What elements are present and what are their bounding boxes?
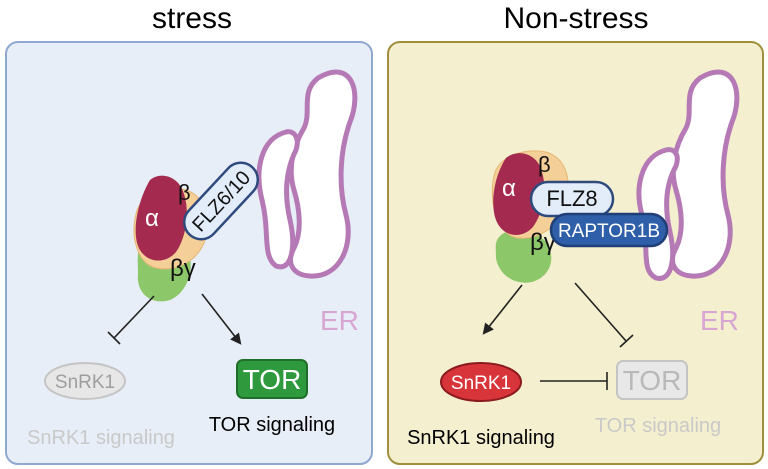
tor-caption-left: TOR signaling [209, 414, 335, 436]
betagamma-subunit-right [495, 229, 552, 283]
snrk1-caption-left: SnRK1 signaling [27, 427, 175, 449]
beta-label-left: β [178, 180, 191, 205]
snrk1-label-left: SnRK1 [55, 372, 115, 393]
tor-label-right: TOR [623, 365, 682, 396]
snrk1-caption-right: SnRK1 signaling [407, 427, 555, 449]
er-organelle-left [256, 69, 358, 279]
alpha-subunit-right [493, 153, 545, 235]
alpha-subunit-left [135, 175, 187, 261]
raptor1b-label: RAPTOR1B [558, 221, 660, 242]
tor-caption-right: TOR signaling [595, 415, 721, 437]
inhibition-bar-right [619, 334, 634, 348]
activation-arrow-left [201, 293, 242, 345]
snrk1-node-right [440, 362, 522, 402]
raptor1b-pill [549, 212, 669, 248]
inhibition-line-right [574, 282, 627, 342]
tor-label-left: TOR [243, 364, 302, 395]
betagamma-label-left: βγ [170, 255, 196, 282]
inhibition-bar-left [107, 331, 121, 345]
stress-title: stress [151, 2, 232, 35]
activation-arrow-right [482, 284, 523, 335]
flz8-label: FLZ8 [546, 186, 597, 211]
alpha-label-right: α [502, 175, 516, 202]
alpha-label-left: α [145, 205, 159, 232]
snrk1-label-right: SnRK1 [451, 373, 511, 394]
er-label-left: ER [320, 305, 359, 336]
beta-label-right: β [538, 152, 551, 177]
tor-node-right [616, 360, 688, 400]
er-label-right: ER [700, 305, 739, 336]
er-organelle-right [636, 69, 740, 281]
inhibition-line-left [113, 295, 155, 339]
snrk1-node-left [44, 362, 126, 400]
tor-node-left [236, 359, 308, 399]
nonstress-title: Non-stress [503, 2, 649, 35]
